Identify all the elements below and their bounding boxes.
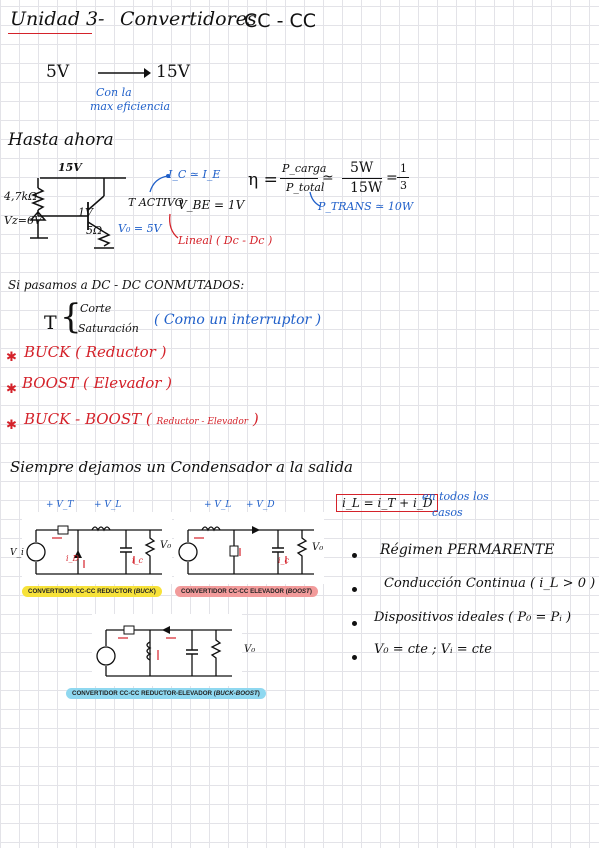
star-icon: ✱ — [6, 350, 17, 365]
buck-item: BUCK ( Reductor ) — [24, 343, 167, 361]
corte-label: Corte — [80, 302, 112, 315]
buck-vt-label: + V_T — [46, 500, 74, 510]
buckboost-end: ) — [252, 410, 259, 428]
ptotal-label: P_total — [286, 181, 325, 194]
voltage-from: 5V — [46, 62, 70, 82]
intro-note-2: max eficiencia — [90, 100, 171, 113]
blue-pointer-icon — [309, 191, 321, 207]
fraction-line-2 — [342, 178, 382, 179]
buckboost-item: BUCK - BOOST ( Reductor - Elevador ) — [24, 410, 259, 428]
buck-vo-label: V₀ — [160, 540, 172, 551]
boost-ic-label: i_c — [278, 556, 290, 565]
bb-caption-name: BUCK-BOOST — [215, 690, 258, 697]
buckboost-main: BUCK - BOOST ( — [24, 410, 152, 428]
buckboost-caption: CONVERTIDOR CC-CC REDUCTOR-ELEVADOR (BUC… — [66, 688, 266, 699]
vbe-equation: V_BE = 1V — [178, 198, 245, 212]
ic-ie-label: I_C ≃ I_E — [168, 168, 221, 181]
boost-circuit — [174, 512, 324, 584]
buck-caption: CONVERTIDOR CC-CC REDUCTOR (BUCK) — [22, 586, 162, 597]
title-dash: - — [98, 8, 105, 30]
lineal-label: Lineal ( Dc - Dc ) — [178, 234, 273, 247]
eta-label: η = — [248, 170, 278, 190]
pcarga-label: P_carga — [282, 162, 327, 175]
eq-note-2: casos — [432, 506, 463, 519]
section-heading-hasta: Hasta ahora — [8, 130, 114, 150]
bullet-dot — [352, 587, 357, 592]
section-heading-condensador: Siempre dejamos un Condensador a la sali… — [10, 458, 353, 476]
page-subtitle: Convertidores — [120, 8, 257, 30]
buck-caption-close: ) — [153, 588, 156, 595]
star-icon: ✱ — [6, 382, 17, 397]
vbe-small-label: 1V — [78, 206, 93, 219]
frac-den: 3 — [400, 179, 407, 192]
voltage-to: 15V — [156, 62, 190, 82]
star-icon: ✱ — [6, 418, 17, 433]
linear-regulator-circuit — [29, 177, 126, 249]
equals-sign: = — [386, 170, 398, 186]
approx-sign: ≃ — [322, 170, 334, 186]
bb-caption-close: ) — [257, 690, 260, 697]
fraction-line-3 — [397, 177, 409, 178]
buck-caption-prefix: CONVERTIDOR CC-CC REDUCTOR ( — [28, 588, 136, 595]
buck-vl-label: + V_L — [94, 500, 122, 510]
page-title: Unidad 3 — [10, 8, 99, 30]
bullet-item-4: V₀ = cte ; Vᵢ = cte — [374, 642, 492, 657]
buck-vi-label: V_i — [10, 548, 24, 558]
eq-note-1: en todos los — [422, 490, 489, 503]
red-pointer-icon — [169, 213, 179, 239]
boost-caption-prefix: CONVERTIDOR CC-CC ELEVADOR ( — [181, 588, 288, 595]
saturacion-label: Saturación — [78, 322, 139, 335]
vo-label: V₀ = 5V — [118, 222, 162, 235]
section-heading-conmutados: Si pasamos a DC - DC CONMUTADOS: — [8, 278, 245, 292]
buck-id-label: i_D — [66, 554, 79, 563]
frac-num: 1 — [400, 162, 407, 175]
current-equation-box: i_L = i_T + i_D — [336, 494, 439, 512]
bullet-item-2: Conducción Continua ( i_L > 0 ) — [384, 576, 596, 591]
r-base-label: 4,7kΩ — [4, 190, 38, 203]
transistor-state: T ACTIVO — [128, 196, 184, 209]
bullet-item-1: Régimen PERMARENTE — [380, 542, 555, 558]
buckboost-circuit — [92, 614, 242, 686]
boost-vl-label: + V_L — [204, 500, 232, 510]
brace-icon: { — [60, 297, 82, 337]
arrow-right-icon — [98, 68, 151, 78]
t-label: T — [44, 312, 57, 334]
boost-item: BOOST ( Elevador ) — [22, 374, 173, 392]
subtitle-tag: CC - CC — [244, 10, 317, 32]
intro-note-1: Con la — [96, 86, 132, 99]
interruptor-label: ( Como un interruptor ) — [154, 312, 322, 328]
zener-label: Vz=6V — [4, 214, 42, 227]
boost-vo-label: V₀ — [312, 542, 324, 553]
bb-vo-label: V₀ — [244, 644, 256, 655]
fraction-line-1 — [280, 178, 318, 179]
boost-caption-name: BOOST — [287, 588, 310, 595]
buckboost-small: Reductor - Elevador — [156, 417, 249, 427]
buck-circuit — [22, 512, 172, 584]
boost-caption-close: ) — [309, 588, 312, 595]
bullet-dot — [352, 553, 357, 558]
supply-label: 15V — [58, 161, 82, 174]
den-label: 15W — [350, 180, 383, 196]
boost-vd-label: + V_D — [246, 500, 275, 510]
blue-pointer-icon — [149, 174, 170, 193]
bullet-item-3: Dispositivos ideales ( P₀ = Pᵢ ) — [374, 610, 572, 625]
bullet-dot — [352, 655, 357, 660]
buck-caption-name: BUCK — [135, 588, 154, 595]
buck-ic-label: i_c — [132, 556, 144, 565]
title-underline — [8, 33, 92, 34]
boost-caption: CONVERTIDOR CC-CC ELEVADOR (BOOST) — [175, 586, 318, 597]
num-label: 5W — [350, 160, 374, 176]
ptrans-label: P_TRANS ≃ 10W — [318, 200, 414, 213]
bb-caption-prefix: CONVERTIDOR CC-CC REDUCTOR-ELEVADOR ( — [72, 690, 216, 697]
r-load-label: 5Ω — [86, 224, 103, 237]
bullet-dot — [352, 621, 357, 626]
